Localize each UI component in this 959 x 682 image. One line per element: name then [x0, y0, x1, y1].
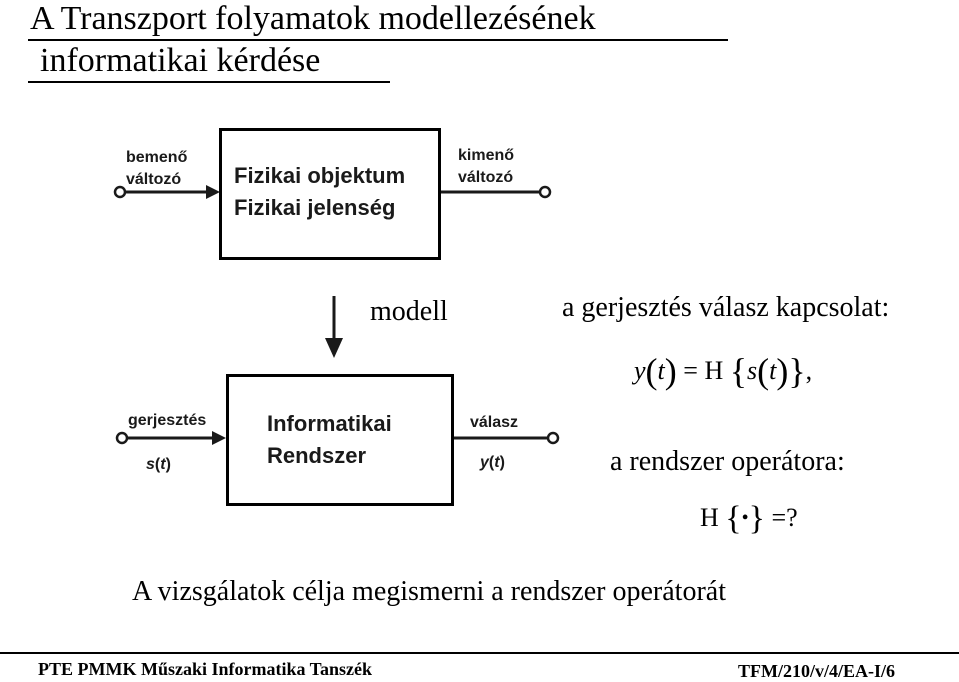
relation-heading: a gerjesztés válasz kapcsolat: — [562, 292, 890, 323]
title-underline-1 — [28, 39, 728, 41]
information-system-box: Informatikai Rendszer — [226, 374, 454, 506]
footer-left: PTE PMMK Műszaki Informatika Tanszék — [38, 659, 373, 679]
information-system-label-2: Rendszer — [267, 443, 367, 468]
output-terminal-icon — [538, 185, 552, 199]
footer-right: TFM/210/v/4/EA-I/6 — [738, 661, 895, 681]
input-arrow-icon — [206, 185, 220, 199]
eq-trailing-comma: , — [805, 356, 813, 385]
output-variable-label-2: változó — [458, 169, 514, 186]
excitation-terminal-icon — [115, 431, 129, 445]
op-H: H — [700, 503, 719, 532]
input-terminal-icon — [113, 185, 127, 199]
response-variable: y(t) — [480, 454, 505, 471]
eq-operator-H: H — [704, 356, 724, 385]
eq-t2: t — [769, 356, 777, 385]
model-arrow-down-icon — [325, 338, 343, 358]
conclusion-text: A vizsgálatok célja megismerni a rendsze… — [132, 576, 726, 607]
excitation-label: gerjesztés — [128, 412, 207, 429]
operator-equation: H {•} =? — [700, 500, 798, 537]
excitation-arrow-icon — [212, 431, 226, 445]
physical-object-label: Fizikai objektum — [234, 163, 406, 188]
operator-heading: a rendszer operátora: — [610, 446, 845, 477]
eq-s: s — [747, 356, 758, 385]
title-underline-2 — [28, 81, 390, 83]
physical-object-box: Fizikai objektum Fizikai jelenség — [219, 128, 441, 260]
eq-y: y — [634, 356, 646, 385]
input-variable-label-2: változó — [126, 171, 182, 188]
response-label: válasz — [470, 414, 519, 431]
page-title-line-2: informatikai kérdése — [40, 42, 321, 79]
footer-divider — [0, 652, 959, 654]
eq-equals: = — [683, 356, 698, 385]
output-variable-label-1: kimenő — [458, 147, 515, 164]
relation-equation: y(t) = H {s(t)}, — [634, 351, 813, 391]
page-title-line-1: A Transzport folyamatok modellezésének — [30, 0, 596, 37]
op-bullet: • — [741, 507, 749, 529]
op-question: ? — [786, 503, 798, 532]
eq-t1: t — [657, 356, 665, 385]
op-equals: = — [771, 503, 787, 532]
model-label: modell — [370, 296, 448, 327]
response-terminal-icon — [546, 431, 560, 445]
physical-phenomenon-label: Fizikai jelenség — [234, 195, 396, 220]
information-system-label-1: Informatikai — [267, 411, 392, 436]
excitation-variable: s(t) — [146, 456, 171, 473]
input-variable-label-1: bemenő — [126, 149, 188, 166]
